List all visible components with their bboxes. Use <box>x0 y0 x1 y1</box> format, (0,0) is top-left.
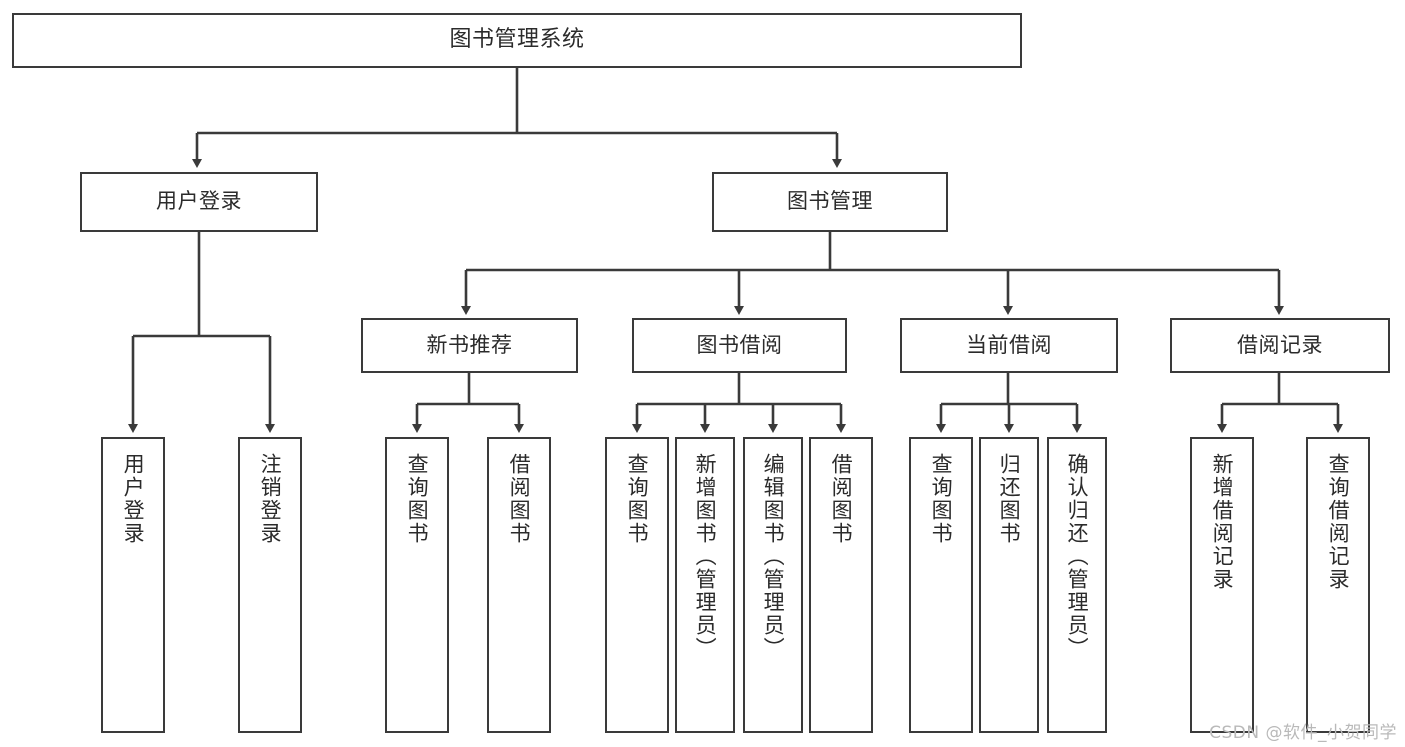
node-root-图书管理系统[interactable]: 图书管理系统 <box>12 13 1022 68</box>
node-leaf-borrow-book-2[interactable]: 借阅图书 <box>809 437 873 733</box>
csdn-watermark: CSDN @软件_小贺同学 <box>1209 723 1397 743</box>
node-leaf-return-book[interactable]: 归还图书 <box>979 437 1039 733</box>
node-leaf-query-record[interactable]: 查询借阅记录 <box>1306 437 1370 733</box>
node-label: 借阅记录 <box>1237 332 1323 357</box>
node-label: 编辑图书（管理员） <box>761 453 786 660</box>
node-book-manage[interactable]: 图书管理 <box>712 172 948 232</box>
node-leaf-user-logout[interactable]: 注销登录 <box>238 437 302 733</box>
node-leaf-add-record[interactable]: 新增借阅记录 <box>1190 437 1254 733</box>
node-label: 查询图书 <box>625 453 650 545</box>
node-label: 图书借阅 <box>696 332 783 357</box>
node-label: 查询图书 <box>405 453 430 545</box>
node-leaf-query-book-3[interactable]: 查询图书 <box>909 437 973 733</box>
node-label: 注销登录 <box>258 453 283 545</box>
node-label: 用户登录 <box>121 453 146 545</box>
node-label: 借阅图书 <box>829 453 854 545</box>
node-label: 用户登录 <box>156 189 242 214</box>
node-label: 图书管理系统 <box>449 27 585 53</box>
node-label: 当前借阅 <box>966 332 1052 357</box>
node-label: 新增图书（管理员） <box>693 453 718 660</box>
node-leaf-query-book-1[interactable]: 查询图书 <box>385 437 449 733</box>
node-label: 新增借阅记录 <box>1210 453 1235 591</box>
node-leaf-edit-book[interactable]: 编辑图书（管理员） <box>743 437 803 733</box>
node-new-book-rec[interactable]: 新书推荐 <box>361 318 578 373</box>
node-book-borrow[interactable]: 图书借阅 <box>632 318 847 373</box>
node-label: 查询图书 <box>929 453 954 545</box>
node-leaf-user-login[interactable]: 用户登录 <box>101 437 165 733</box>
node-leaf-add-book[interactable]: 新增图书（管理员） <box>675 437 735 733</box>
node-leaf-query-book-2[interactable]: 查询图书 <box>605 437 669 733</box>
node-leaf-borrow-book-1[interactable]: 借阅图书 <box>487 437 551 733</box>
node-user-login[interactable]: 用户登录 <box>80 172 318 232</box>
node-current-borrow[interactable]: 当前借阅 <box>900 318 1118 373</box>
node-label: 查询借阅记录 <box>1326 453 1351 591</box>
node-label: 归还图书 <box>997 453 1022 545</box>
node-borrow-record[interactable]: 借阅记录 <box>1170 318 1390 373</box>
node-label: 新书推荐 <box>426 332 513 357</box>
node-label: 图书管理 <box>787 189 873 214</box>
node-label: 借阅图书 <box>507 453 532 545</box>
node-leaf-confirm-return[interactable]: 确认归还（管理员） <box>1047 437 1107 733</box>
node-label: 确认归还（管理员） <box>1065 453 1090 660</box>
